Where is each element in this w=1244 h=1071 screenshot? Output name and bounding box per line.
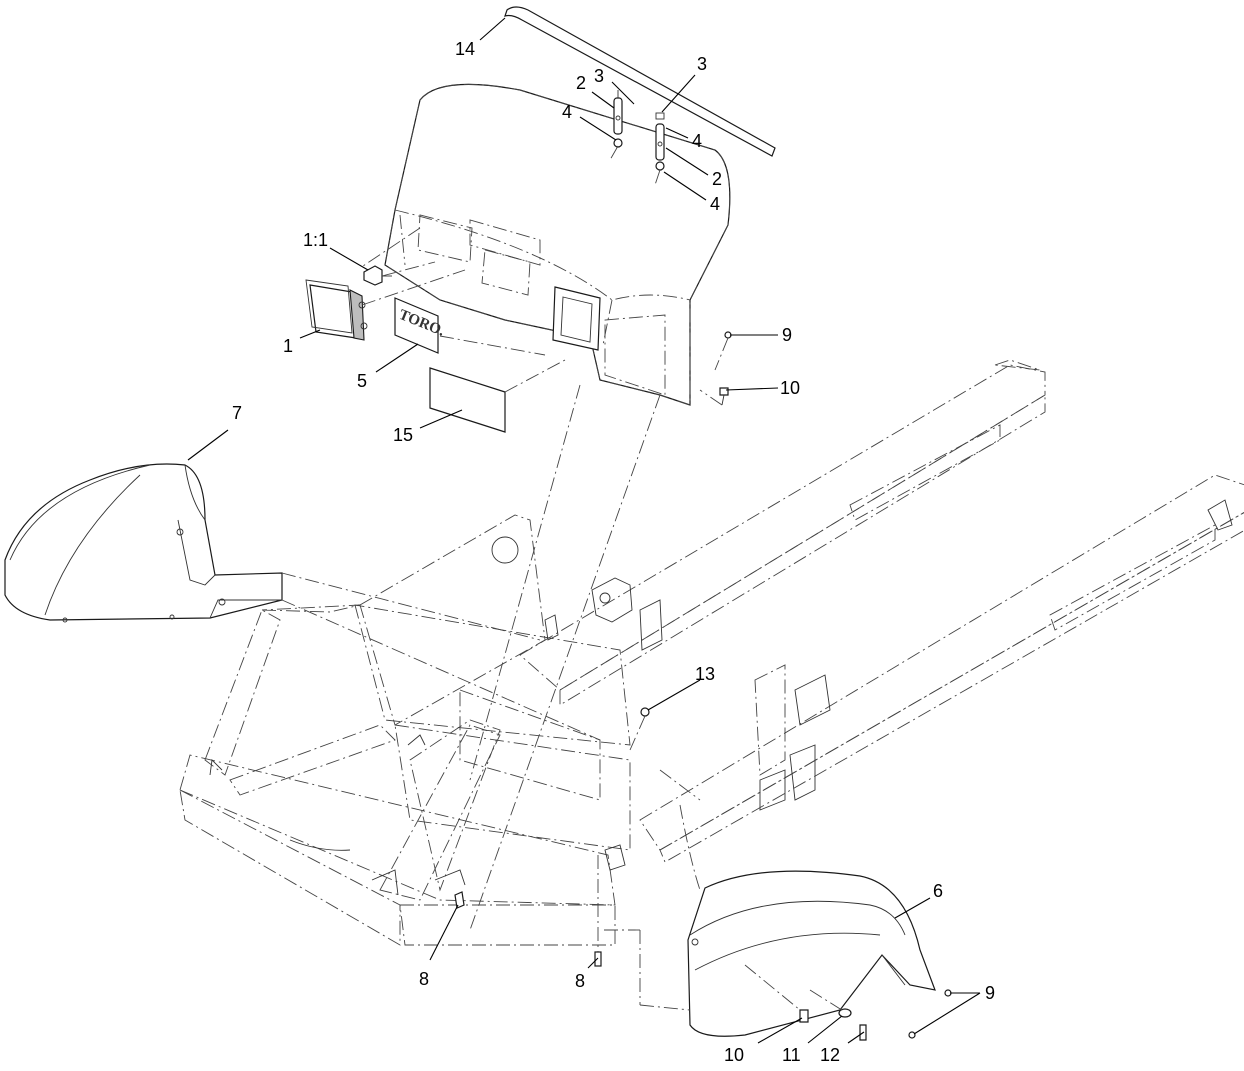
callout-9-fender: 9 <box>985 983 995 1003</box>
callout-labels: 14 3 2 4 3 4 2 4 1:1 1 5 15 9 10 7 13 6 … <box>232 39 995 1065</box>
callout-8-right: 8 <box>575 971 585 991</box>
callout-9-hood: 9 <box>782 325 792 345</box>
headlight-bulb <box>363 265 392 286</box>
washer-11 <box>838 1008 852 1018</box>
bolt-8-right <box>594 951 602 967</box>
callout-10-fender: 10 <box>724 1045 744 1065</box>
headlight <box>305 279 368 341</box>
callout-8-left: 8 <box>419 969 429 989</box>
fender-right <box>679 804 936 1037</box>
hood <box>384 83 731 406</box>
callout-3-left: 3 <box>594 66 604 86</box>
decal-strip <box>429 367 506 433</box>
callout-13: 13 <box>695 664 715 684</box>
callout-2-left: 2 <box>576 73 586 93</box>
callout-11: 11 <box>782 1045 801 1065</box>
callout-7: 7 <box>232 403 242 423</box>
callout-6: 6 <box>933 881 943 901</box>
callout-4-right-top: 4 <box>692 131 702 151</box>
callout-4-left: 4 <box>562 102 572 122</box>
callout-15: 15 <box>393 425 413 445</box>
callout-5: 5 <box>357 371 367 391</box>
frame-rail-upper <box>519 359 1046 706</box>
callout-2-right: 2 <box>712 169 722 189</box>
mount-plate-lower <box>754 664 831 811</box>
main-frame <box>179 514 631 946</box>
assembly-lines <box>281 145 846 1013</box>
hood-bar <box>504 6 776 157</box>
frame-rail-lower <box>639 474 1244 863</box>
screw-hood-10 <box>719 387 729 406</box>
toro-decal: TORO. <box>394 297 447 354</box>
nut-13 <box>640 707 650 717</box>
mount-plate-upper <box>591 577 663 651</box>
bolt-10-fender <box>799 1009 809 1023</box>
callout-leaders <box>187 17 981 1044</box>
callout-1-1: 1:1 <box>303 230 328 250</box>
fender-left <box>4 463 283 623</box>
callout-1: 1 <box>283 336 293 356</box>
screw-fender-9b <box>908 1031 916 1039</box>
callout-4-right-bottom: 4 <box>710 194 720 214</box>
latch-strap-right <box>655 112 665 171</box>
latch-strap-left <box>613 90 623 148</box>
bolt-8-left <box>454 891 465 909</box>
callout-12: 12 <box>820 1045 840 1065</box>
callout-3-right: 3 <box>697 54 707 74</box>
callout-14: 14 <box>455 39 475 59</box>
callout-10-hood: 10 <box>780 378 800 398</box>
